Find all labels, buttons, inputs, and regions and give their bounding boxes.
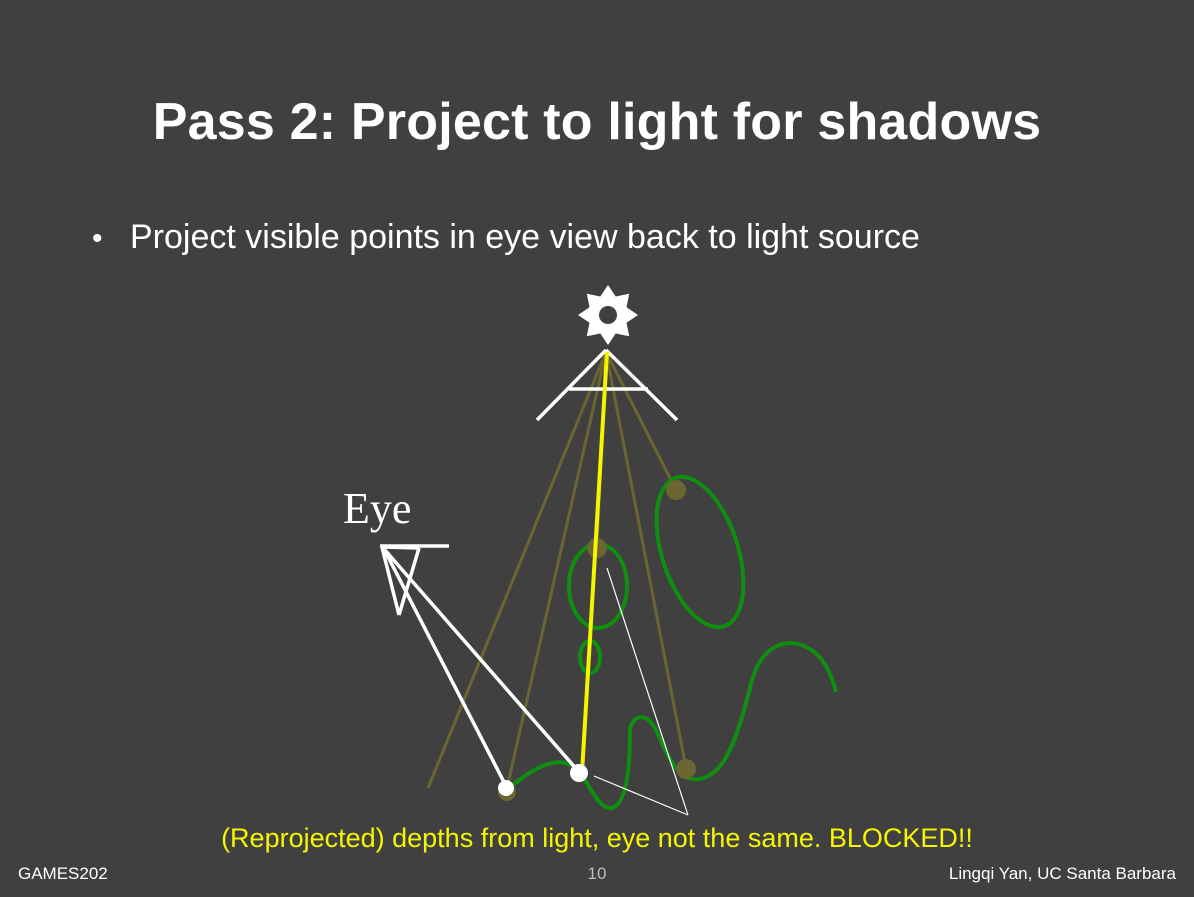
light-ray xyxy=(604,351,678,491)
blocked-light-ray xyxy=(580,351,609,774)
eye-frustum-edge xyxy=(397,547,421,616)
eye-ray xyxy=(382,548,509,789)
light-ray xyxy=(604,351,688,769)
eye-label: Eye xyxy=(343,484,411,533)
diagram-caption: (Reprojected) depths from light, eye not… xyxy=(221,823,973,853)
eye-frustum-edge xyxy=(380,546,401,616)
eye-ray xyxy=(382,547,581,774)
light-rays xyxy=(426,351,688,789)
pointer-line xyxy=(593,775,689,816)
sun-icon xyxy=(578,285,638,345)
bullet-item: • Project visible points in eye view bac… xyxy=(92,218,920,257)
ground-surface xyxy=(505,641,838,811)
sample-point xyxy=(666,480,686,500)
light-sample-points xyxy=(498,480,696,801)
bullet-icon: • xyxy=(92,222,103,255)
eye-visible-point-blocked xyxy=(570,764,588,782)
annotation-pointers xyxy=(593,567,689,816)
slide-title: Pass 2: Project to light for shadows xyxy=(152,93,1042,151)
footer-author: Lingqi Yan, UC Santa Barbara xyxy=(948,864,1176,883)
pointer-line xyxy=(606,567,689,816)
light-ray xyxy=(505,351,608,789)
footer-course: GAMES202 xyxy=(18,864,108,883)
scene-geometry xyxy=(505,474,838,811)
light-frustum-edge xyxy=(535,348,608,422)
light-frustum xyxy=(535,348,679,422)
eye-camera xyxy=(380,544,581,789)
light-ray xyxy=(426,351,608,789)
light-frustum-edge xyxy=(604,348,679,422)
eye-visible-point xyxy=(498,780,514,796)
sample-point xyxy=(676,759,696,779)
occluder-ellipse-large xyxy=(654,474,746,630)
bullet-text: Project visible points in eye view back … xyxy=(130,218,920,256)
eye-frustum-edge xyxy=(381,545,420,550)
footer-page-number: 10 xyxy=(587,864,607,883)
